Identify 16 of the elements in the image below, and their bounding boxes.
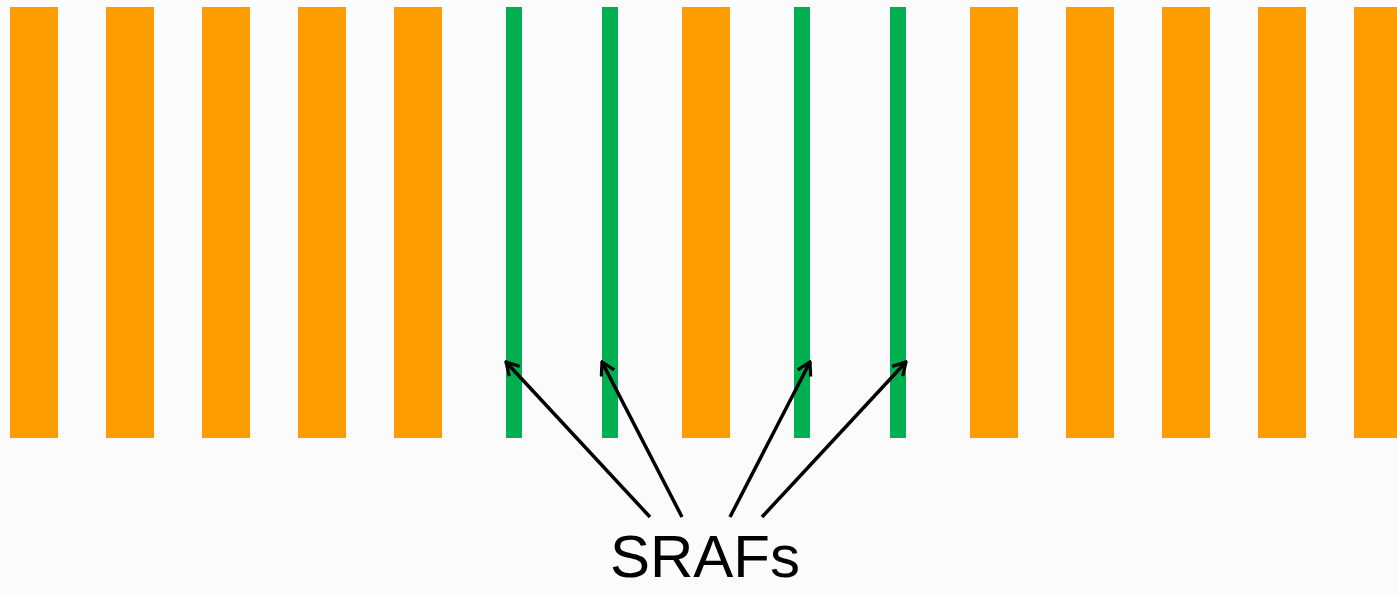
main-feature-bar <box>394 7 442 438</box>
main-feature-bar <box>1354 7 1397 438</box>
leader-arrow <box>728 360 813 518</box>
main-feature-bar <box>1162 7 1210 438</box>
callout-label: SRAFs <box>610 527 800 587</box>
leader-arrow <box>504 360 652 519</box>
leader-arrow <box>599 360 684 518</box>
main-feature-bar <box>970 7 1018 438</box>
main-feature-bar <box>1066 7 1114 438</box>
main-feature-bar <box>106 7 154 438</box>
leader-arrow <box>760 360 908 519</box>
main-feature-bar <box>10 7 58 438</box>
main-feature-bar <box>202 7 250 438</box>
main-feature-bar <box>1258 7 1306 438</box>
main-feature-bar <box>298 7 346 438</box>
main-feature-bar <box>682 7 730 438</box>
